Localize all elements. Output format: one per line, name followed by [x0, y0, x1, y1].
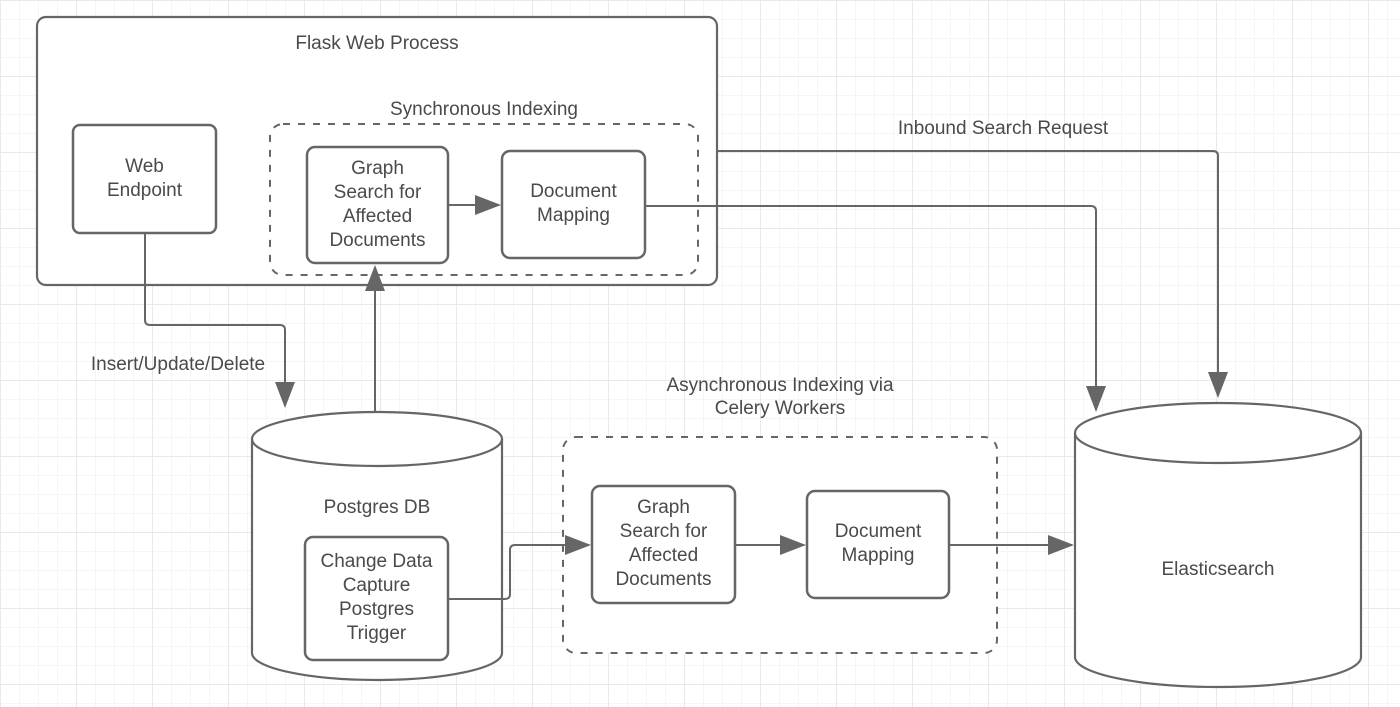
sync-indexing-title: Synchronous Indexing [389, 99, 578, 120]
async-doc-mapping-label: Document Mapping [834, 521, 922, 566]
cdc-trigger-label: Change Data Capture Postgres Trigger [320, 551, 433, 644]
postgres-db-title: Postgres DB [323, 497, 431, 518]
edge-web-endpoint-to-postgres [144, 233, 295, 408]
flask-process-title: Flask Web Process [295, 33, 459, 54]
sync-graph-search-label: Graph Search for Affected Documents [329, 158, 426, 251]
sync-doc-mapping-label: Document Mapping [530, 181, 617, 226]
edge-sync-doc-mapping-to-elasticsearch [645, 205, 1106, 412]
async-indexing-title: Asynchronous Indexing via Celery Workers [666, 375, 894, 419]
async-graph-search-label: Graph Search for Affected Documents [615, 497, 712, 590]
edge-inbound-search-to-elasticsearch [717, 150, 1228, 398]
web-endpoint-label: Web Endpoint [106, 156, 182, 201]
elasticsearch-title: Elasticsearch [1161, 559, 1275, 580]
elasticsearch-cylinder [1073, 401, 1363, 689]
sync-document-mapping-node [500, 149, 647, 260]
edge-cdc-to-async-graph-search [448, 535, 591, 600]
insert-update-delete-label: Insert/Update/Delete [90, 354, 266, 375]
inbound-search-request-label: Inbound Search Request [897, 118, 1109, 139]
